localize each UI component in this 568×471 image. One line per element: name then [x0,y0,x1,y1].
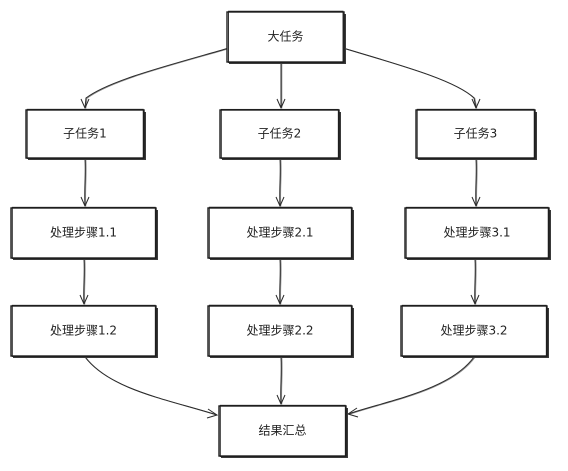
arrowhead-sub3-step31 [471,196,481,207]
edge-root-sub3 [342,47,477,109]
node-sub2: 子任务2 [219,108,341,160]
node-label-sub1: 子任务1 [63,126,107,141]
arrowhead-sub1-step11 [80,196,90,207]
arrowhead-step21-step22 [275,294,285,305]
node-step21: 处理步骤2.1 [207,206,354,260]
edge-sketch-step22-result [281,357,283,405]
nodes-layer: 大任务 子任务1 子任务2 子任务3 处理步骤1.1 [10,10,551,458]
node-sub1: 子任务1 [25,108,146,160]
arrowhead-sub2-step21 [275,196,285,207]
node-label-step21: 处理步骤2.1 [246,226,313,240]
edge-sketch-step31-step32 [475,259,477,305]
node-label-step31: 处理步骤3.1 [443,226,510,240]
node-label-step32: 处理步骤3.2 [440,324,507,338]
edge-step11-step12 [83,258,85,305]
node-label-result: 结果汇总 [258,424,306,438]
node-label-root: 大任务 [267,29,303,44]
node-label-step22: 处理步骤2.2 [246,324,313,338]
node-step22: 处理步骤2.2 [207,304,354,358]
edge-sketch-sub2-step21 [280,159,282,207]
edge-sub2-step21 [279,158,281,207]
arrowhead-step31-step32 [470,294,480,305]
node-sub3: 子任务3 [415,108,537,160]
edge-sub3-step31 [475,158,477,207]
edge-sketch-root-sub3 [343,47,478,109]
edge-sketch-sub1-step11 [85,159,87,207]
edge-sketch-root-sub1 [85,47,230,109]
edge-step12-result [84,356,218,416]
arrowhead-step11-step12 [79,294,89,305]
edge-sketch-step11-step12 [84,259,86,305]
arrowhead-root-sub1 [80,98,90,109]
node-label-sub2: 子任务2 [258,126,302,141]
edge-step22-result [280,356,282,405]
arrowhead-root-sub2 [276,98,286,109]
edge-sketch-sub3-step31 [476,159,478,207]
edge-sketch-step32-result [348,357,476,415]
node-label-sub3: 子任务3 [454,126,498,141]
node-root: 大任务 [226,10,346,64]
node-step32: 处理步骤3.2 [400,304,549,358]
node-step31: 处理步骤3.1 [404,206,551,260]
edge-step32-result [347,356,475,415]
edge-step31-step32 [474,258,476,305]
node-label-step12: 处理步骤1.2 [50,324,117,338]
node-step12: 处理步骤1.2 [10,304,158,358]
edges-layer [79,47,481,419]
arrowhead-step12-result [206,408,218,419]
edge-sketch-step21-step22 [280,259,282,305]
node-label-step11: 处理步骤1.1 [50,226,117,240]
edge-sketch-step12-result [85,357,218,416]
arrowhead-step22-result [276,394,286,405]
node-step11: 处理步骤1.1 [10,206,158,260]
node-result: 结果汇总 [218,404,348,458]
edge-sub1-step11 [84,158,86,207]
edge-root-sub1 [84,47,230,109]
arrowhead-root-sub3 [471,98,481,109]
edge-step21-step22 [279,258,281,305]
